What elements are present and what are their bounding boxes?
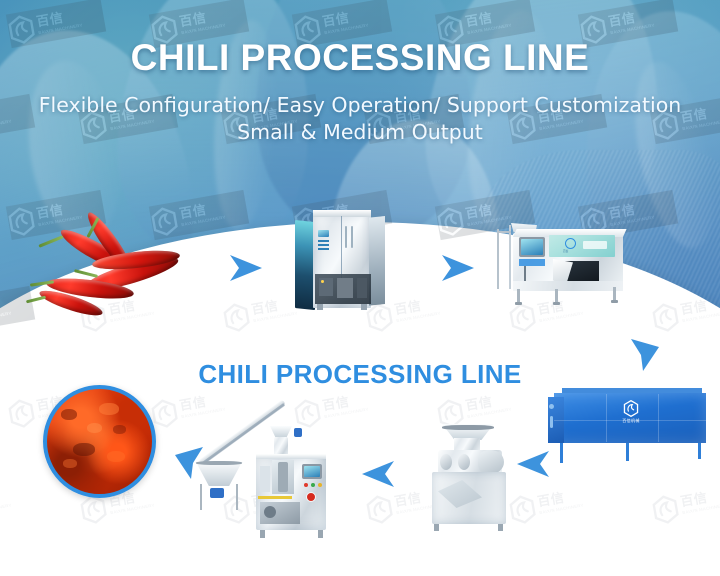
powder-packing-machine <box>194 399 342 538</box>
arrow-right-2 <box>440 252 478 289</box>
middle-title: CHILI PROCESSING LINE <box>198 359 522 389</box>
arrow-left-1 <box>358 458 396 495</box>
subtitle-line-1: Flexible Configuration/ Easy Operation/ … <box>38 92 682 117</box>
subtitle-line-2: Small & Medium Output <box>237 119 483 144</box>
hexagon-logo <box>623 400 639 417</box>
header-subtitle: Flexible Configuration/ Easy Operation/ … <box>0 92 720 147</box>
arrow-down-right <box>628 336 662 379</box>
hot-air-drying-machine <box>295 210 387 311</box>
pulverizer-grinder <box>424 424 520 534</box>
belt-dryer-logo-badge: 百信机械 <box>612 399 650 425</box>
arrow-right-1 <box>228 252 266 289</box>
belt-dryer-machine: 百信机械 <box>548 388 710 466</box>
belt-dryer-brand-label: 百信机械 <box>622 418 640 423</box>
arrow-left-2 <box>513 448 551 485</box>
page-title: CHILI PROCESSING LINE <box>130 37 590 78</box>
raw-chili-peppers <box>22 208 187 327</box>
sorter-brand-label: 百信 <box>563 250 569 253</box>
finished-chili-powder <box>43 385 156 498</box>
color-sorter-machine: 百信 <box>495 219 640 305</box>
arrow-down-left <box>172 444 206 487</box>
header-block: CHILI PROCESSING LINE Flexible Configura… <box>0 36 720 146</box>
